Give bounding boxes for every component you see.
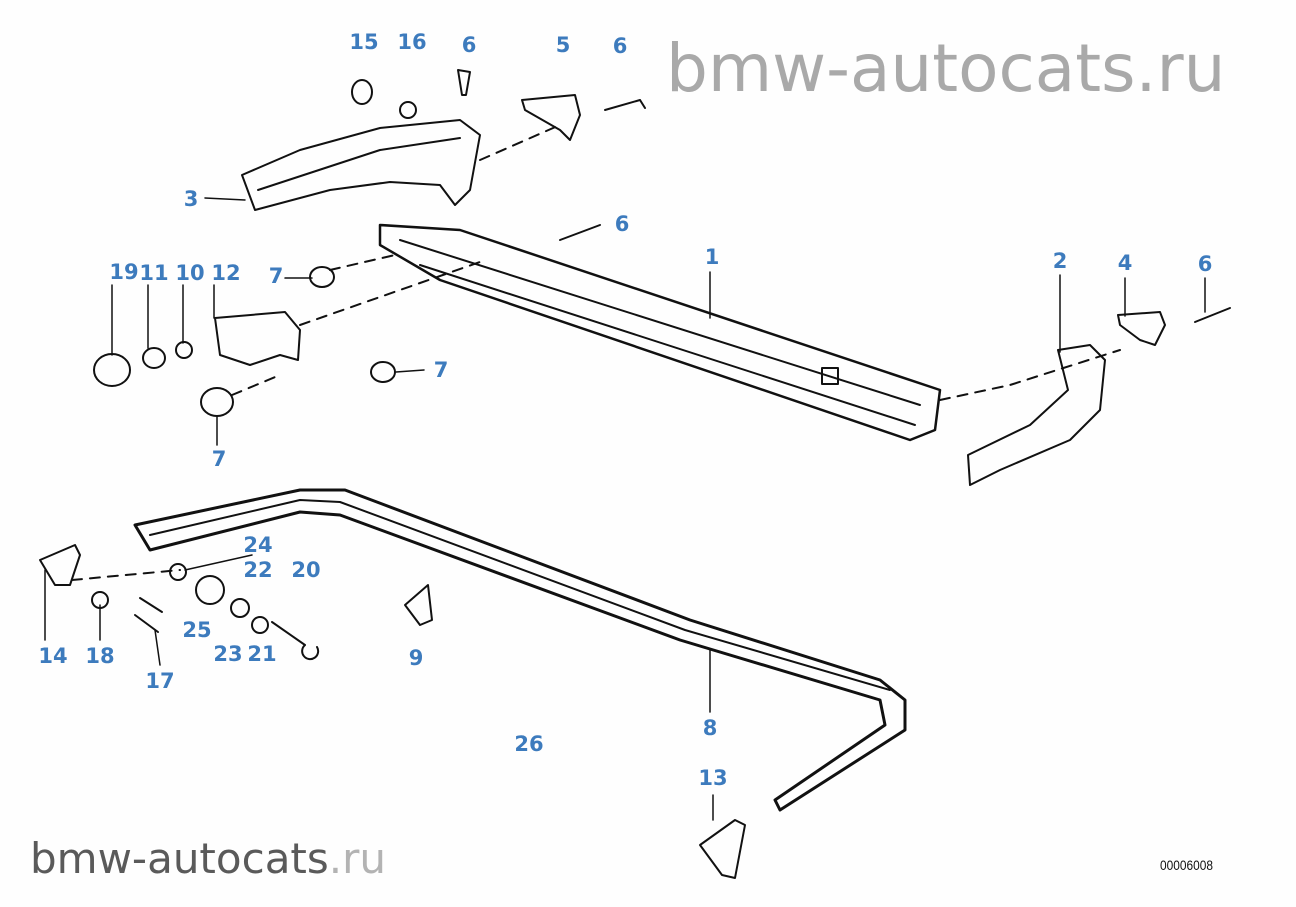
- callout-19[interactable]: 19: [109, 260, 139, 284]
- watermark-top: bmw-autocats.ru: [666, 30, 1226, 107]
- callout-10[interactable]: 10: [175, 261, 205, 285]
- part-6-screw: [604, 99, 646, 111]
- callout-18[interactable]: 18: [85, 644, 115, 668]
- part-4-clip: [1117, 311, 1166, 346]
- part-12-bracket: [214, 311, 301, 366]
- callout-26[interactable]: 26: [514, 732, 544, 756]
- part-17-screw: [134, 614, 159, 633]
- part-2-bracket: [967, 344, 1106, 486]
- part-10-washer: [175, 341, 193, 359]
- part-6-pin: [457, 69, 471, 96]
- watermark-main: bmw-autocats: [30, 834, 329, 883]
- callout-21[interactable]: 21: [247, 642, 277, 666]
- callout-5[interactable]: 5: [555, 33, 571, 57]
- callout-22[interactable]: 22: [243, 558, 273, 582]
- part-7-nut-mid: [370, 361, 396, 383]
- part-7-nut: [200, 387, 234, 417]
- callout-8[interactable]: 8: [702, 716, 718, 740]
- callout-6[interactable]: 6: [1197, 252, 1213, 276]
- callout-6[interactable]: 6: [612, 34, 628, 58]
- part-5-clip: [521, 94, 581, 141]
- callout-9[interactable]: 9: [408, 646, 424, 670]
- part-22-washer: [230, 598, 250, 618]
- callout-4[interactable]: 4: [1117, 251, 1133, 275]
- part-18-nut: [91, 591, 109, 609]
- part-3-bracket: [241, 119, 481, 211]
- part-7-nut-top: [309, 266, 335, 288]
- part-20-bolt: [271, 621, 320, 661]
- callout-16[interactable]: 16: [397, 30, 427, 54]
- part-16-screw: [399, 101, 417, 119]
- callout-15[interactable]: 15: [349, 30, 379, 54]
- callout-2[interactable]: 2: [1052, 249, 1068, 273]
- callout-7[interactable]: 7: [211, 447, 227, 471]
- watermark-suffix: .ru: [328, 834, 387, 883]
- part-13-clip: [699, 819, 746, 879]
- callout-6[interactable]: 6: [614, 212, 630, 236]
- callout-12[interactable]: 12: [211, 261, 241, 285]
- part-24-nut: [169, 563, 187, 581]
- callout-7[interactable]: 7: [268, 264, 284, 288]
- part-6-screw-right: [1194, 307, 1231, 323]
- callout-20[interactable]: 20: [291, 558, 321, 582]
- callout-7[interactable]: 7: [433, 358, 449, 382]
- callout-11[interactable]: 11: [139, 261, 169, 285]
- callout-23[interactable]: 23: [213, 642, 243, 666]
- callout-17[interactable]: 17: [145, 669, 175, 693]
- callout-6[interactable]: 6: [461, 33, 477, 57]
- watermark-bottom: bmw-autocats.ru: [30, 834, 386, 883]
- part-23-washer: [195, 575, 225, 605]
- part-6-screw-mid: [559, 224, 601, 241]
- part-25-screw: [139, 597, 163, 613]
- callout-14[interactable]: 14: [38, 644, 68, 668]
- part-11-nut: [142, 347, 166, 369]
- part-19-cap: [93, 353, 131, 387]
- part-21-washer: [251, 616, 269, 634]
- callout-25[interactable]: 25: [182, 618, 212, 642]
- callout-13[interactable]: 13: [698, 766, 728, 790]
- part-8-seal: [133, 488, 907, 812]
- diagram-code: 00006008: [1160, 857, 1213, 873]
- part-1-rail: [378, 223, 942, 442]
- part-9-clip: [404, 584, 433, 626]
- callout-3[interactable]: 3: [183, 187, 199, 211]
- part-14-bracket: [39, 544, 81, 586]
- part-15-clip: [351, 79, 373, 105]
- callout-24[interactable]: 24: [243, 533, 273, 557]
- callout-1[interactable]: 1: [704, 245, 720, 269]
